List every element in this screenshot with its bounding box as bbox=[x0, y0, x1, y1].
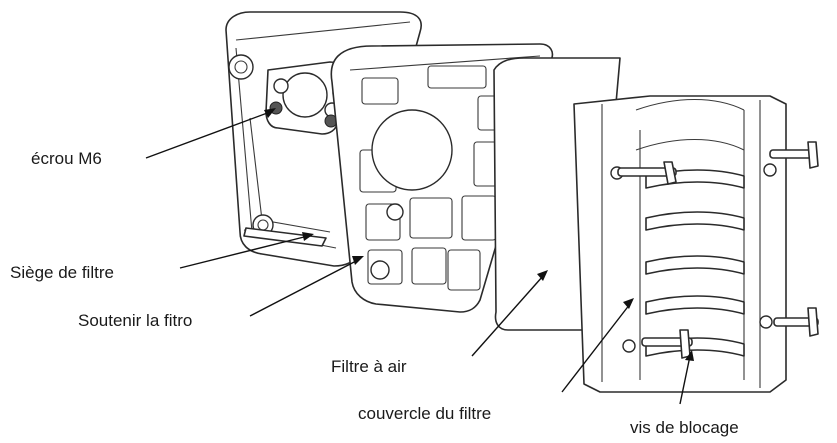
locking-screw-top-left bbox=[617, 161, 677, 185]
label-m6-nut: écrou M6 bbox=[31, 149, 102, 168]
label-filter-seat: Siège de filtre bbox=[10, 263, 114, 282]
label-locking-screw: vis de blocage bbox=[630, 418, 739, 437]
locking-screw-top-right bbox=[769, 141, 819, 169]
filter-cover-part bbox=[573, 95, 819, 393]
locking-screw-bottom-left bbox=[641, 329, 693, 359]
locking-screw-bottom-right bbox=[773, 307, 819, 337]
label-filter-cover: couvercle du filtre bbox=[358, 404, 492, 423]
label-filter-support: Soutenir la fitro bbox=[78, 311, 193, 330]
leader-lines bbox=[145, 108, 694, 405]
label-air-filter: Filtre à air bbox=[331, 357, 407, 376]
